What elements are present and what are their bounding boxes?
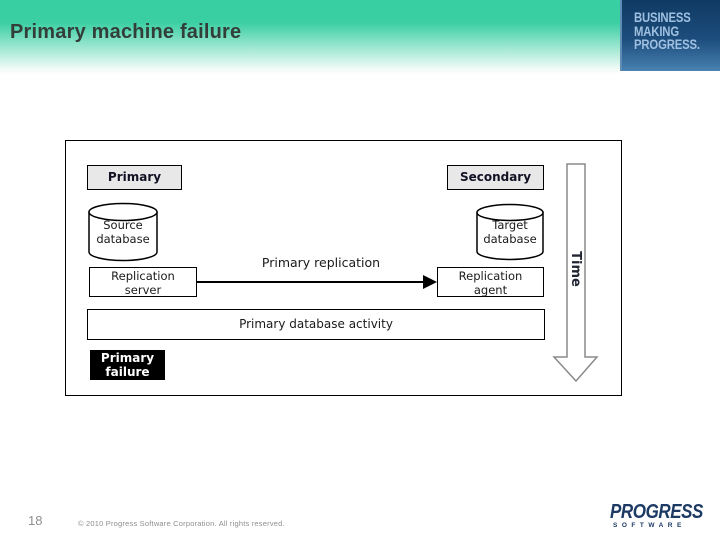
progress-software-logo: PROGRESS SOFTWARE — [610, 501, 718, 529]
target-database-line1: Target — [492, 218, 528, 232]
replication-agent-node: Replication agent — [437, 267, 544, 297]
replication-agent-line2: agent — [473, 283, 508, 297]
target-database-label: Target database — [475, 218, 545, 246]
target-database-line2: database — [483, 232, 537, 246]
replication-server-node: Replication server — [89, 267, 197, 297]
source-database-cylinder: Source database — [87, 202, 159, 262]
page-number: 18 — [28, 513, 43, 528]
progress-wordmark: PROGRESS — [610, 501, 703, 523]
brand-tagline-text: BUSINESS MAKING PROGRESS. — [634, 11, 700, 52]
replication-server-line1: Replication — [111, 269, 175, 283]
source-database-line1: Source — [103, 218, 143, 232]
replication-server-line2: server — [124, 283, 162, 297]
primary-node-label: Primary — [107, 170, 162, 184]
primary-failure-line1: Primary — [100, 351, 155, 365]
secondary-node: Secondary — [447, 165, 544, 190]
replication-agent-line1: Replication — [458, 269, 523, 283]
primary-node: Primary — [87, 165, 182, 190]
primary-database-activity-label: Primary database activity — [239, 317, 393, 331]
secondary-node-label: Secondary — [459, 170, 532, 184]
replication-arrow-line — [197, 281, 424, 283]
replication-arrow-head-icon — [423, 275, 437, 289]
slide-title: Primary machine failure — [10, 21, 242, 43]
tagline-line-business: BUSINESS — [634, 10, 691, 25]
primary-database-activity-box: Primary database activity — [87, 309, 545, 340]
copyright-text: © 2010 Progress Software Corporation. Al… — [78, 519, 285, 528]
tagline-line-making: MAKING — [634, 23, 679, 39]
target-database-cylinder: Target database — [475, 203, 545, 261]
primary-replication-label: Primary replication — [261, 255, 381, 270]
tagline-line-progress: PROGRESS. — [634, 37, 700, 52]
database-cylinder-icon — [88, 202, 158, 262]
header-gradient-band — [0, 0, 622, 75]
replication-diagram: Primary Secondary Source database Target… — [65, 140, 622, 396]
source-database-line2: database — [96, 232, 150, 246]
brand-tagline-box: BUSINESS MAKING PROGRESS. — [620, 0, 720, 71]
progress-software-subtext: SOFTWARE — [613, 522, 686, 529]
source-database-label: Source database — [87, 218, 159, 246]
time-axis-label: Time — [568, 251, 583, 287]
primary-failure-line2: failure — [105, 364, 150, 379]
database-cylinder-icon — [476, 203, 544, 261]
primary-failure-box: Primary failure — [90, 350, 165, 380]
time-arrow-icon — [552, 163, 599, 383]
